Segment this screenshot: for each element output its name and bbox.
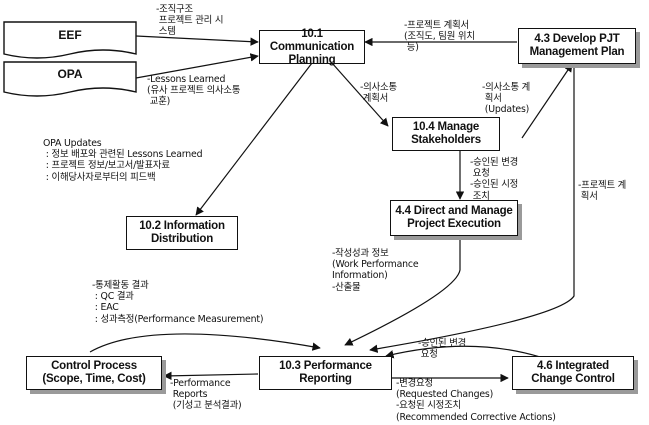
performance-reporting-line2: Reporting	[299, 373, 352, 385]
info-distribution-line1: 10.2 Information	[139, 220, 225, 232]
info-distribution-box[interactable]: 10.2 Information Distribution	[126, 216, 238, 250]
control-process-box[interactable]: Control Process (Scope, Time, Cost)	[26, 356, 162, 390]
opa-label: OPA	[57, 67, 83, 81]
manage-stakeholders-line1: 10.4 Manage	[412, 121, 480, 133]
control-process-line2: (Scope, Time, Cost)	[42, 373, 146, 385]
note-opa-updates: OPA Updates : 정보 배포와 관련된 Lessons Learned…	[43, 138, 203, 183]
note-change-requests: -변경요청 (Requested Changes) -요청된 시정조치 (Rec…	[396, 378, 556, 423]
develop-pjt-line1: 4.3 Develop PJT	[534, 33, 620, 45]
eef-label: EEF	[58, 28, 82, 42]
control-process-line1: Control Process	[51, 360, 137, 372]
note-eef-to-comm: -조직구조 프로젝트 관리 시 스템	[156, 4, 224, 38]
note-opa-to-comm: -Lessons Learned (유사 프로젝트 의사소통 교훈)	[147, 74, 241, 108]
direct-manage-line2: Project Execution	[407, 218, 501, 230]
eef-input-shape	[3, 21, 137, 59]
note-comm-to-stake: -의사소통 계획서	[360, 82, 397, 105]
arrow-pjt-to-perf	[369, 64, 575, 353]
arrow-eef-to-comm	[135, 35, 259, 46]
arrow-stake-to-pjt	[521, 63, 573, 139]
info-distribution-line2: Distribution	[150, 233, 214, 245]
opa-input-shape	[3, 61, 137, 97]
arrow-control-to-perf	[89, 333, 321, 353]
note-pjt-to-perf: -프로젝트 계 획서	[578, 180, 627, 203]
arrow-integrated-to-perf	[385, 345, 541, 359]
comm-planning-line2: Planning	[288, 53, 336, 66]
direct-manage-line1: 4.4 Direct and Manage	[395, 205, 513, 217]
develop-pjt-box[interactable]: 4.3 Develop PJT Management Plan	[518, 28, 636, 64]
note-work-performance: -작성성과 정보 (Work Performance Information) …	[332, 248, 419, 293]
comm-planning-box[interactable]: 10.1 Communication Planning	[259, 27, 365, 66]
integrated-change-box[interactable]: 4.6 Integrated Change Control	[512, 356, 634, 390]
note-approved-change: -승인된 변경 요청	[418, 338, 467, 361]
arrow-opa-to-comm	[135, 53, 259, 79]
note-stake-to-direct: -승인된 변경 요청 -승인된 시정 조치	[470, 157, 519, 202]
arrow-direct-to-perf	[344, 235, 461, 346]
performance-reporting-box[interactable]: 10.3 Performance Reporting	[259, 356, 392, 390]
manage-stakeholders-line2: Stakeholders	[411, 134, 481, 146]
manage-stakeholders-box[interactable]: 10.4 Manage Stakeholders	[392, 117, 500, 151]
note-control-results: -통제활동 결과 : QC 결과 : EAC : 성과측정(Performanc…	[92, 280, 264, 325]
arrow-comm-to-stake	[331, 62, 389, 127]
performance-reporting-line1: 10.3 Performance	[279, 360, 372, 372]
integrated-change-line1: 4.6 Integrated	[537, 360, 609, 372]
comm-planning-line1: 10.1 Communication	[269, 27, 355, 53]
develop-pjt-line2: Management Plan	[529, 46, 625, 58]
integrated-change-line2: Change Control	[531, 373, 615, 385]
note-performance-reports: -Performance Reports (기성고 분석결과)	[170, 378, 242, 412]
direct-manage-box[interactable]: 4.4 Direct and Manage Project Execution	[390, 200, 518, 236]
arrow-perf-to-control	[163, 371, 259, 381]
note-stake-to-pjt: -의사소통 계 획서 (Updates)	[482, 82, 531, 116]
arrow-comm-to-info	[195, 62, 313, 216]
note-pjt-plan-to-comm: -프로젝트 계획서 (조직도, 팀원 위치 등)	[404, 20, 475, 54]
